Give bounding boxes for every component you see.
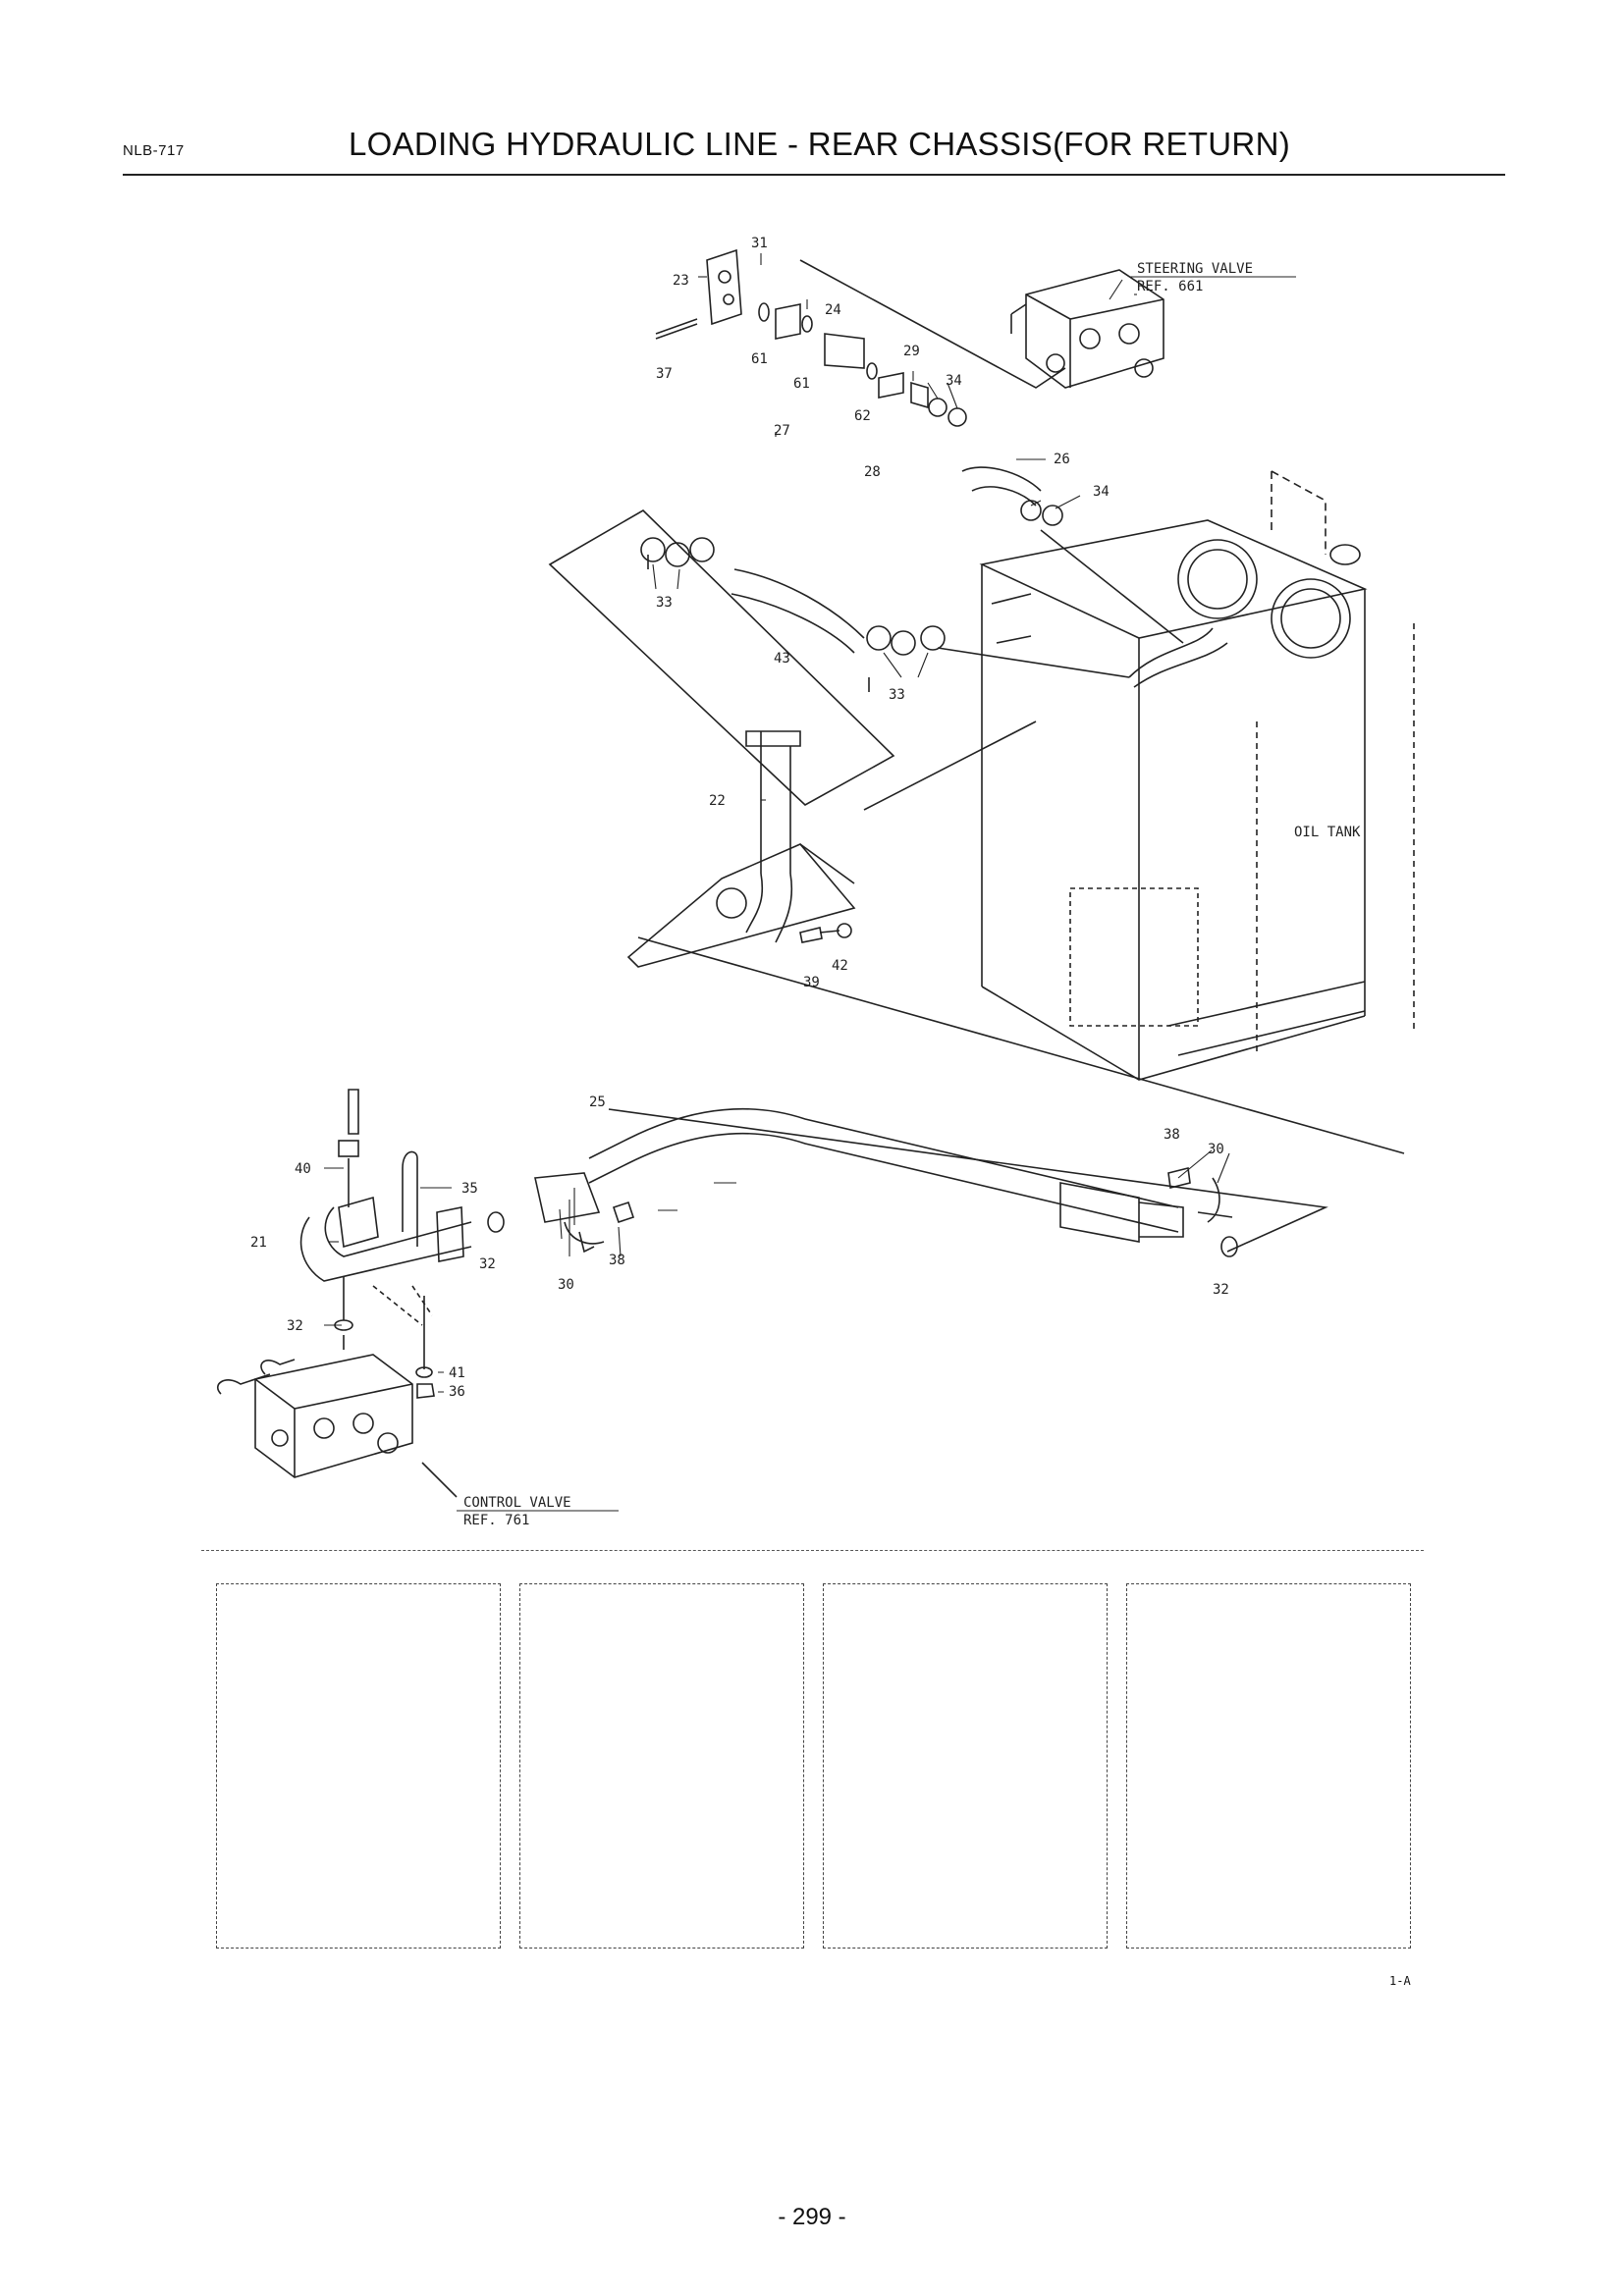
page-title: LOADING HYDRAULIC LINE - REAR CHASSIS(FO… [349, 126, 1290, 162]
page-number: - 299 - [778, 2204, 846, 2230]
steering-valve-label: STEERING VALVE [1137, 261, 1253, 277]
callout-32a: 32 [479, 1256, 496, 1272]
separator-rule [201, 1550, 1424, 1551]
callout-32b: 32 [1213, 1282, 1229, 1298]
hose-43-assembly [548, 509, 1130, 806]
pipe-22 [626, 721, 1405, 1154]
callout-29: 29 [903, 344, 920, 359]
callout-39: 39 [803, 975, 820, 990]
callout-35: 35 [461, 1181, 478, 1197]
control-valve [217, 1335, 458, 1498]
callout-25: 25 [589, 1095, 606, 1110]
notes-box-4 [1126, 1583, 1411, 1949]
component-labels: STEERING VALVE REF. 661 CONTROL VALVE RE… [457, 261, 1361, 1528]
bolt-39-washer-42 [799, 923, 852, 943]
title-rule [123, 174, 1505, 176]
steering-valve-ref: REF. 661 [1137, 279, 1203, 294]
callout-33a: 33 [656, 595, 673, 611]
callout-42: 42 [832, 958, 848, 974]
callout-38b: 38 [1164, 1127, 1180, 1143]
callout-41: 41 [449, 1365, 465, 1381]
callout-36: 36 [449, 1384, 465, 1400]
callout-21: 21 [250, 1235, 267, 1251]
pipe-21-assembly [299, 1140, 472, 1331]
callout-30a: 30 [558, 1277, 574, 1293]
callout-30b: 30 [1208, 1142, 1224, 1157]
callout-31: 31 [751, 236, 768, 251]
callout-40: 40 [295, 1161, 311, 1177]
document-code: NLB-717 [123, 142, 185, 159]
callout-27: 27 [774, 423, 790, 439]
pipe-25 [534, 1107, 1328, 1253]
callout-61b: 61 [793, 376, 810, 392]
notes-box-3 [823, 1583, 1108, 1949]
callout-26: 26 [1054, 452, 1070, 467]
control-valve-ref: REF. 761 [463, 1513, 529, 1528]
hydraulic-line-diagram: 31 23 24 37 61 61 29 62 34 27 28 26 34 3… [217, 236, 1415, 1528]
callout-61a: 61 [751, 351, 768, 367]
callout-23: 23 [673, 273, 689, 289]
callout-34a: 34 [946, 373, 962, 389]
oil-tank [979, 470, 1415, 1081]
notes-box-2 [519, 1583, 804, 1949]
callout-32c: 32 [287, 1318, 303, 1334]
sheet-code: 1-A [1389, 1974, 1411, 1988]
leader-lines [324, 253, 1230, 1393]
top-fitting-chain [655, 248, 1228, 688]
clamp-parts [487, 1167, 1238, 1257]
callout-34b: 34 [1093, 484, 1110, 500]
steering-valve [1010, 269, 1164, 389]
oil-tank-label: OIL TANK [1294, 825, 1361, 840]
control-valve-label: CONTROL VALVE [463, 1495, 571, 1511]
callout-37: 37 [656, 366, 673, 382]
notes-box-1 [216, 1583, 501, 1949]
callout-22: 22 [709, 793, 726, 809]
callout-43: 43 [774, 651, 790, 667]
callout-28: 28 [864, 464, 881, 480]
callout-24: 24 [825, 302, 841, 318]
callout-38a: 38 [609, 1253, 625, 1268]
small-fasteners [348, 1089, 435, 1399]
callout-33b: 33 [889, 687, 905, 703]
callouts: 31 23 24 37 61 61 29 62 34 27 28 26 34 3… [250, 236, 1229, 1400]
callout-62: 62 [854, 408, 871, 424]
